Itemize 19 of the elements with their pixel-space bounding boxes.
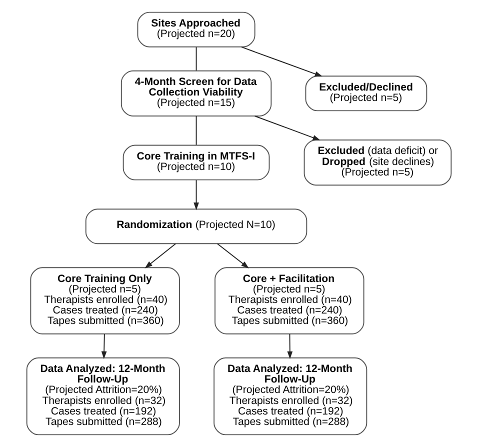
arrow <box>254 116 320 140</box>
connector <box>195 116 196 146</box>
node-box: Sites Approached (Projected n=20) <box>136 12 255 48</box>
node-box: Excluded (data deficit) or Dropped (site declines) (Projected n=5) <box>303 140 452 186</box>
node-box: 4-Month Screen for Data Collection Viability (Projected n=15) <box>120 70 272 116</box>
node-box: Randomization (Projected N=10) <box>84 208 307 244</box>
connector <box>195 46 196 71</box>
node-box: Core Training in MTFS-I (Projected n=10) <box>122 144 270 180</box>
arrow <box>216 243 248 268</box>
arrow <box>100 333 106 360</box>
node-box: Data Analyzed: 12-Month Follow-Up (Projected Attrition=20%) Therapists enrolled (n=32) Cases treated (n=192) Tapes submitted (n=288) <box>26 357 180 436</box>
node-box: Excluded/Declined (Projected n=5) <box>304 76 427 112</box>
node-box: Core + Facilitation (Projected n=5) Therapists enrolled (n=40) Cases treated (n=240) Tapes submitted (n=360) <box>214 267 364 334</box>
arrow <box>144 243 176 268</box>
node-box: Data Analyzed: 12-Month Follow-Up (Projected Attrition=20%) Therapists enrolled (n=32) Cases treated (n=192) Tapes submitted (n=288) <box>213 357 367 436</box>
arrow <box>240 46 322 77</box>
arrow <box>286 333 292 360</box>
arrow <box>193 180 198 210</box>
node-box: Core Training Only (Projected n=5) Therapists enrolled (n=40) Cases treated (n=240) Tapes submitted (n=360) <box>30 267 180 334</box>
